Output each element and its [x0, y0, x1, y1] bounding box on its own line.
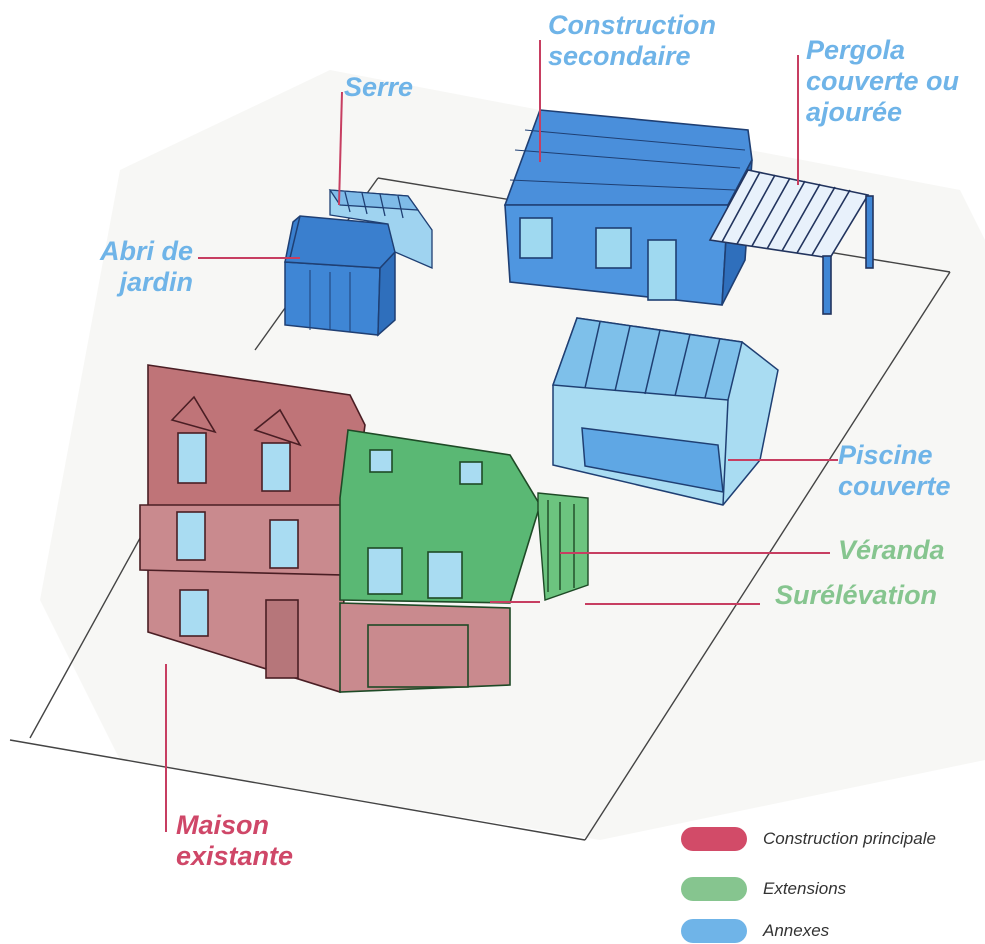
- legend-label-extensions: Extensions: [763, 879, 847, 898]
- label-maison-existante: Maison existante: [176, 810, 294, 871]
- secondary-building: [503, 109, 753, 306]
- legend-swatch-extensions: [681, 877, 747, 901]
- label-surelevation: Surélévation: [775, 580, 938, 610]
- label-abri-de-jardin: Abri de jardin: [99, 236, 193, 297]
- leader-serre: [338, 91, 343, 206]
- legend-item-extensions: Extensions: [681, 876, 846, 902]
- label-veranda: Véranda: [838, 535, 945, 565]
- legend-swatch-principal: [681, 827, 747, 851]
- legend-swatch-annexes: [681, 919, 747, 943]
- veranda: [537, 492, 589, 601]
- label-pergola: Pergola couverte ou ajourée: [806, 35, 960, 127]
- leader-lines: [165, 40, 838, 832]
- label-construction-secondaire: Construction secondaire: [548, 10, 716, 71]
- greenhouse: [328, 189, 433, 269]
- label-serre: Serre: [344, 72, 414, 102]
- legend-label-principal: Construction principale: [763, 829, 936, 848]
- legend-label-annexes: Annexes: [763, 921, 830, 940]
- house-extension: [339, 429, 541, 693]
- garden-shed: [284, 215, 396, 337]
- label-piscine-couverte: Piscine couverte: [838, 440, 951, 501]
- legend-item-annexes: Annexes: [681, 918, 829, 944]
- existing-house: [139, 364, 366, 694]
- legend-item-principal: Construction principale: [681, 826, 936, 852]
- pergola: [708, 169, 874, 315]
- covered-pool: [551, 317, 779, 506]
